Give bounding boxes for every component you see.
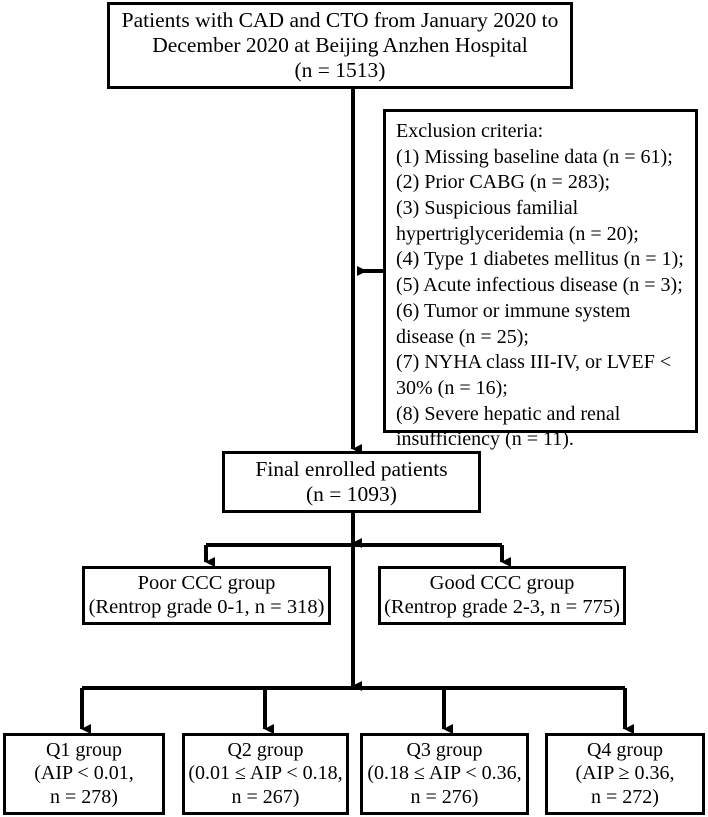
node-source-population: Patients with CAD and CTO from January 2…: [107, 2, 573, 89]
exclusion-item-4: (4) Type 1 diabetes mellitus (n = 1);: [396, 248, 684, 271]
q2-criterion: (0.01 ≤ AIP < 0.18,: [188, 762, 343, 785]
poor-ccc-detail: (Rentrop grade 0-1, n = 318): [88, 595, 325, 618]
q4-label: Q4 group: [586, 739, 664, 762]
q1-criterion: (AIP < 0.01,: [34, 762, 134, 785]
good-ccc-label: Good CCC group: [429, 571, 575, 594]
q1-label: Q1 group: [45, 739, 123, 762]
enrolled-count: (n = 1093): [306, 482, 397, 506]
exclusion-item-2: (2) Prior CABG (n = 283);: [396, 171, 611, 194]
exclusion-item-6: (6) Tumor or immune system disease (n = …: [396, 299, 631, 348]
source-line-1: Patients with CAD and CTO from January 2…: [121, 8, 559, 33]
exclusion-item-7: (7) NYHA class III-IV, or LVEF < 30% (n …: [396, 351, 672, 399]
q4-count: n = 272): [591, 785, 659, 808]
poor-ccc-label: Poor CCC group: [137, 571, 276, 594]
q3-count: n = 276): [410, 785, 479, 808]
source-line-2: December 2020 at Beijing Anzhen Hospital: [152, 33, 528, 58]
node-q2-group: Q2 group (0.01 ≤ AIP < 0.18, n = 267): [182, 733, 349, 815]
exclusion-item-5: (5) Acute infectious disease (n = 3);: [396, 274, 683, 297]
q3-label: Q3 group: [406, 739, 483, 762]
node-q4-group: Q4 group (AIP ≥ 0.36, n = 272): [545, 733, 705, 815]
q2-label: Q2 group: [227, 739, 304, 762]
node-exclusion-criteria: Exclusion criteria: (1) Missing baseline…: [383, 109, 698, 450]
exclusion-item-3: (3) Suspicious familial hypertriglycerid…: [396, 197, 639, 245]
q4-criterion: (AIP ≥ 0.36,: [575, 762, 675, 785]
source-count: (n = 1513): [294, 57, 386, 82]
node-final-enrolled: Final enrolled patients (n = 1093): [222, 451, 481, 513]
node-good-ccc-group: Good CCC group (Rentrop grade 2-3, n = 7…: [378, 566, 626, 625]
q2-count: n = 267): [231, 785, 300, 808]
good-ccc-detail: (Rentrop grade 2-3, n = 775): [384, 595, 620, 618]
enrolled-label: Final enrolled patients: [255, 457, 448, 482]
node-q3-group: Q3 group (0.18 ≤ AIP < 0.36, n = 276): [360, 733, 529, 815]
node-q1-group: Q1 group (AIP < 0.01, n = 278): [3, 733, 165, 815]
node-poor-ccc-group: Poor CCC group (Rentrop grade 0-1, n = 3…: [82, 566, 331, 625]
q1-count: n = 278): [50, 785, 118, 808]
exclusion-item-8: (8) Severe hepatic and renal insufficien…: [396, 402, 621, 451]
q3-criterion: (0.18 ≤ AIP < 0.36,: [367, 762, 522, 785]
connector-ccc-to-quartile-split: [80, 545, 634, 734]
exclusion-heading: Exclusion criteria:: [396, 120, 544, 142]
exclusion-item-1: (1) Missing baseline data (n = 61);: [396, 145, 673, 168]
